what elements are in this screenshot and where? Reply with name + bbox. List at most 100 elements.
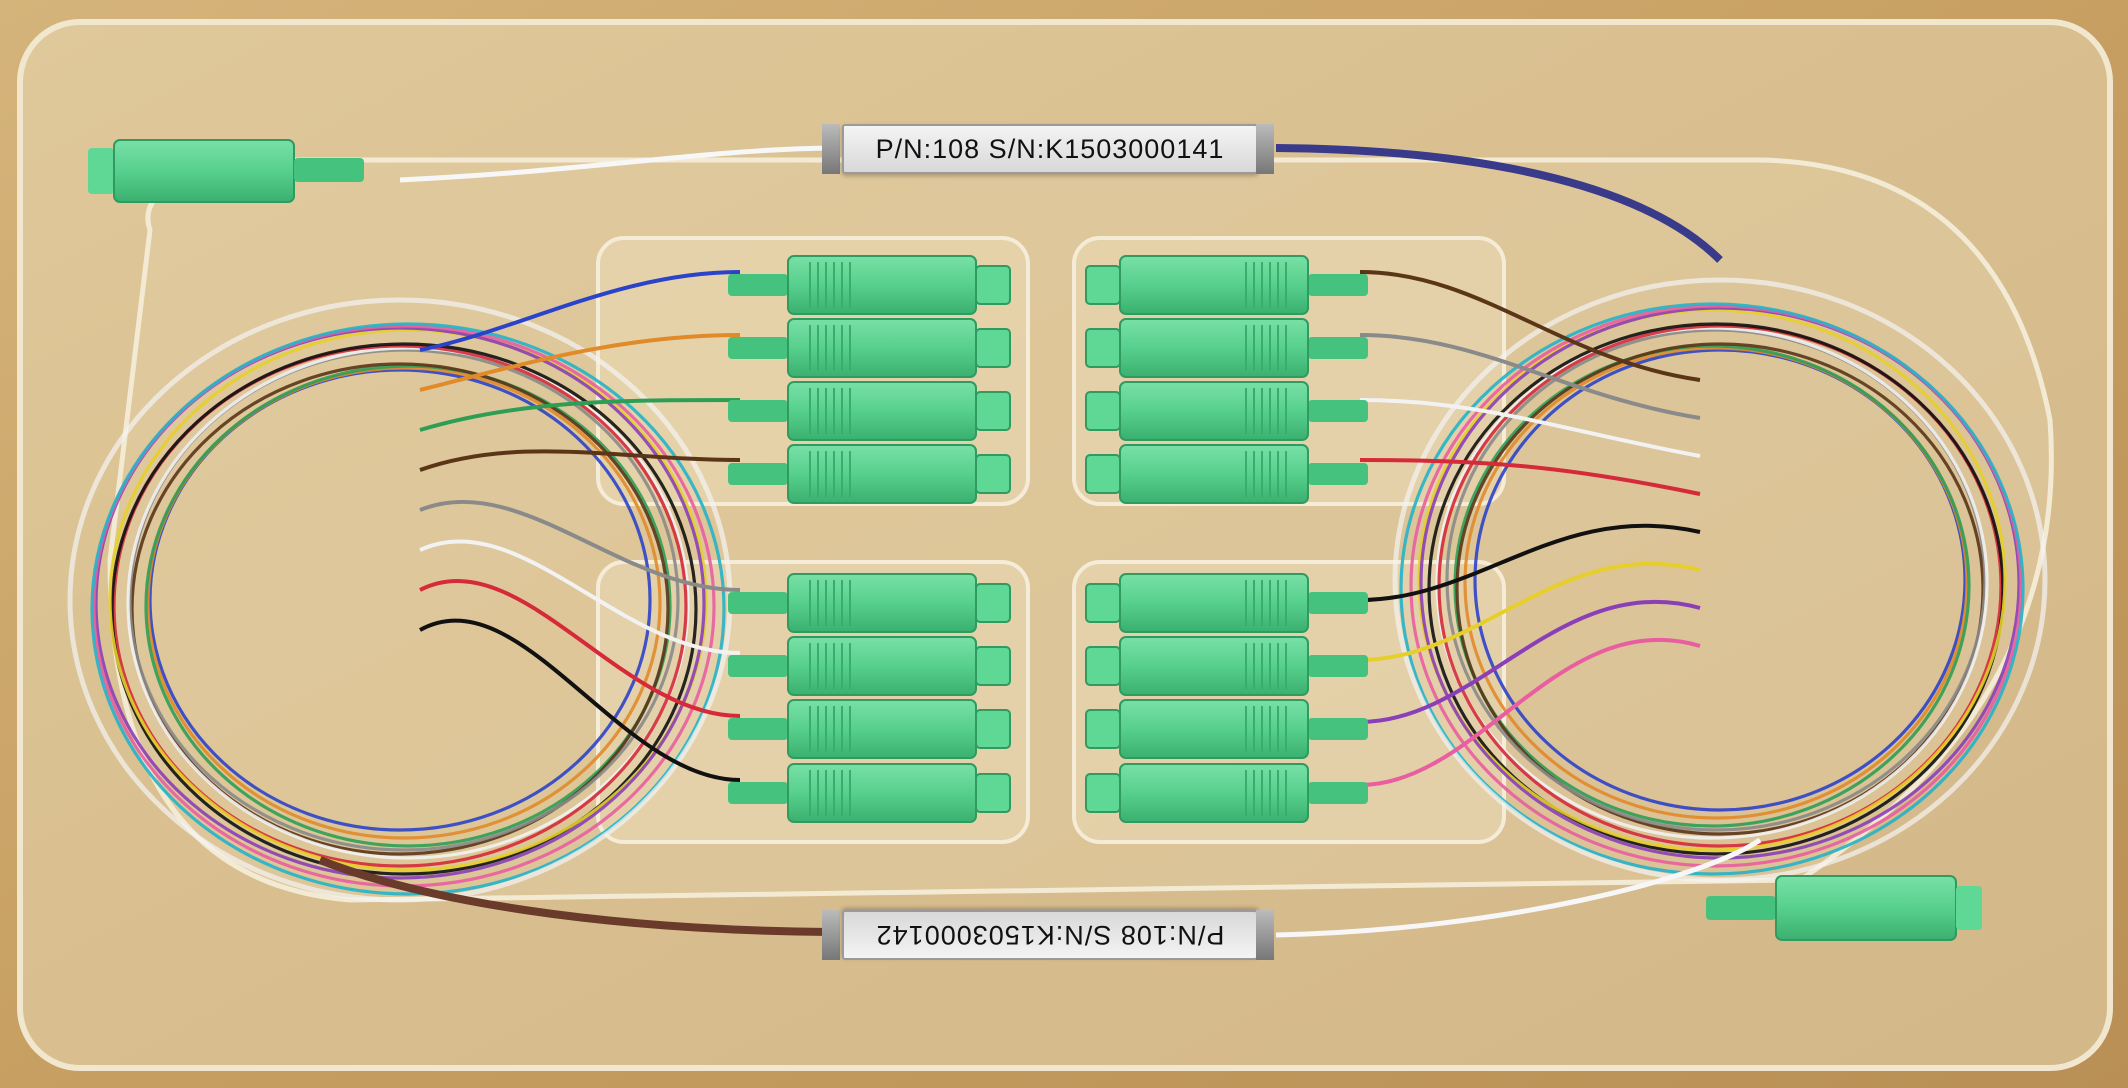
sc-connector-boot xyxy=(1308,400,1368,422)
sc-connector-ferrule xyxy=(975,391,1011,431)
sc-connector xyxy=(728,444,1011,504)
fiber-coil-left xyxy=(108,328,708,872)
fiber-coil-left xyxy=(94,326,706,880)
sc-connector-body xyxy=(1119,318,1309,378)
fiber-coil-left xyxy=(128,348,680,852)
fiber-run-left xyxy=(419,270,741,352)
fiber-coil-left xyxy=(112,344,688,868)
input-connector-body xyxy=(113,139,295,203)
splitter-label-top: P/N:108 S/N:K1503000141 xyxy=(842,124,1258,174)
fiber-coil-right xyxy=(1463,346,1969,820)
sc-connector-boot xyxy=(728,274,788,296)
fiber-run-right xyxy=(1359,458,1701,496)
input-connector-bottom-right xyxy=(1706,875,1982,941)
sc-connector xyxy=(728,573,1011,633)
fiber-run-right xyxy=(1359,270,1701,382)
fiber-coil-left xyxy=(126,346,690,860)
fiber-coil-left xyxy=(130,362,670,856)
sc-connector-body xyxy=(787,636,977,696)
sc-connector-boot xyxy=(1308,337,1368,359)
input-connector-body xyxy=(1775,875,1957,941)
sc-connector-body xyxy=(787,444,977,504)
sc-connector-ferrule xyxy=(975,646,1011,686)
sc-connector xyxy=(1085,381,1368,441)
fiber-coil-right xyxy=(1453,344,1971,828)
sc-connector xyxy=(728,255,1011,315)
sc-connector xyxy=(728,636,1011,696)
fiber-run-left xyxy=(419,539,741,655)
sc-connector xyxy=(1085,636,1368,696)
sc-connector-ferrule xyxy=(975,454,1011,494)
sc-connector-boot xyxy=(728,337,788,359)
fiber-coil-right xyxy=(1455,342,1985,836)
fiber-bundle-top xyxy=(1275,144,1723,263)
sc-connector-boot xyxy=(728,782,788,804)
fiber-bundle-bottom xyxy=(318,856,831,936)
fiber-coil-right xyxy=(1409,304,2023,868)
fiber-run-left xyxy=(419,449,741,472)
sc-connector-body xyxy=(1119,381,1309,441)
sc-connector-ferrule xyxy=(975,265,1011,305)
fiber-coil-right xyxy=(1445,328,1987,832)
splitter-body-end xyxy=(1256,124,1274,174)
fiber-run-right xyxy=(1359,600,1701,724)
fiber-run-left xyxy=(419,618,741,782)
sc-connector-body xyxy=(787,255,977,315)
fiber-coil-left xyxy=(148,368,652,832)
sc-connector-boot xyxy=(728,592,788,614)
sc-connector-ferrule xyxy=(1085,583,1121,623)
sc-connector-ferrule xyxy=(1085,328,1121,368)
sc-connector-body xyxy=(1119,699,1309,759)
fiber-run-left xyxy=(419,333,741,392)
sc-connector-ferrule xyxy=(1085,391,1121,431)
sc-connector-boot xyxy=(1308,655,1368,677)
fiber-coil-right xyxy=(1435,326,1989,840)
sc-connector xyxy=(728,381,1011,441)
sc-connector xyxy=(1085,699,1368,759)
sc-connector-boot xyxy=(1308,274,1368,296)
input-fiber-top xyxy=(399,145,831,183)
sc-connector xyxy=(1085,444,1368,504)
fiber-runs xyxy=(318,144,1762,938)
sc-connector xyxy=(1085,763,1368,823)
sc-connector-body xyxy=(1119,636,1309,696)
sc-connector-boot xyxy=(1308,782,1368,804)
fiber-run-left xyxy=(419,398,741,432)
sc-connector-ferrule xyxy=(1085,709,1121,749)
fiber-coil-right xyxy=(1399,302,2025,876)
sc-connector xyxy=(1085,255,1368,315)
sc-connector-boot xyxy=(1308,592,1368,614)
sc-connector-boot xyxy=(728,400,788,422)
sc-connector xyxy=(1085,573,1368,633)
sc-connector-ferrule xyxy=(975,583,1011,623)
sc-connector-ferrule xyxy=(1085,773,1121,813)
input-connector-ferrule xyxy=(88,148,114,194)
fiber-coil-left xyxy=(110,342,698,876)
sc-connector-body xyxy=(1119,444,1309,504)
sc-connector-ferrule xyxy=(975,328,1011,368)
fiber-coil-right xyxy=(1473,348,1967,812)
sc-connector-ferrule xyxy=(1085,265,1121,305)
sc-connector-boot xyxy=(728,718,788,740)
fiber-coil-left xyxy=(146,366,662,840)
input-fiber-bottom xyxy=(1275,837,1762,938)
input-connector-top-left xyxy=(88,139,364,203)
fiber-run-right xyxy=(1359,398,1701,458)
splitter-body-end xyxy=(822,910,840,960)
fiber-run-right xyxy=(1359,333,1701,420)
sc-connector-body xyxy=(787,381,977,441)
sc-connector-boot xyxy=(1308,718,1368,740)
input-connector-boot xyxy=(1706,896,1776,920)
fiber-coil-left xyxy=(90,322,726,896)
fiber-run-left xyxy=(419,499,741,592)
splitter-body-end xyxy=(1256,910,1274,960)
fiber-coil-left xyxy=(144,364,672,848)
input-connector-boot xyxy=(294,158,364,182)
sc-connector-body xyxy=(787,763,977,823)
input-connector-ferrule xyxy=(1956,886,1982,930)
sc-connector-boot xyxy=(1308,463,1368,485)
sc-connector-ferrule xyxy=(1085,646,1121,686)
fiber-coil-outer-right xyxy=(1392,277,2048,883)
